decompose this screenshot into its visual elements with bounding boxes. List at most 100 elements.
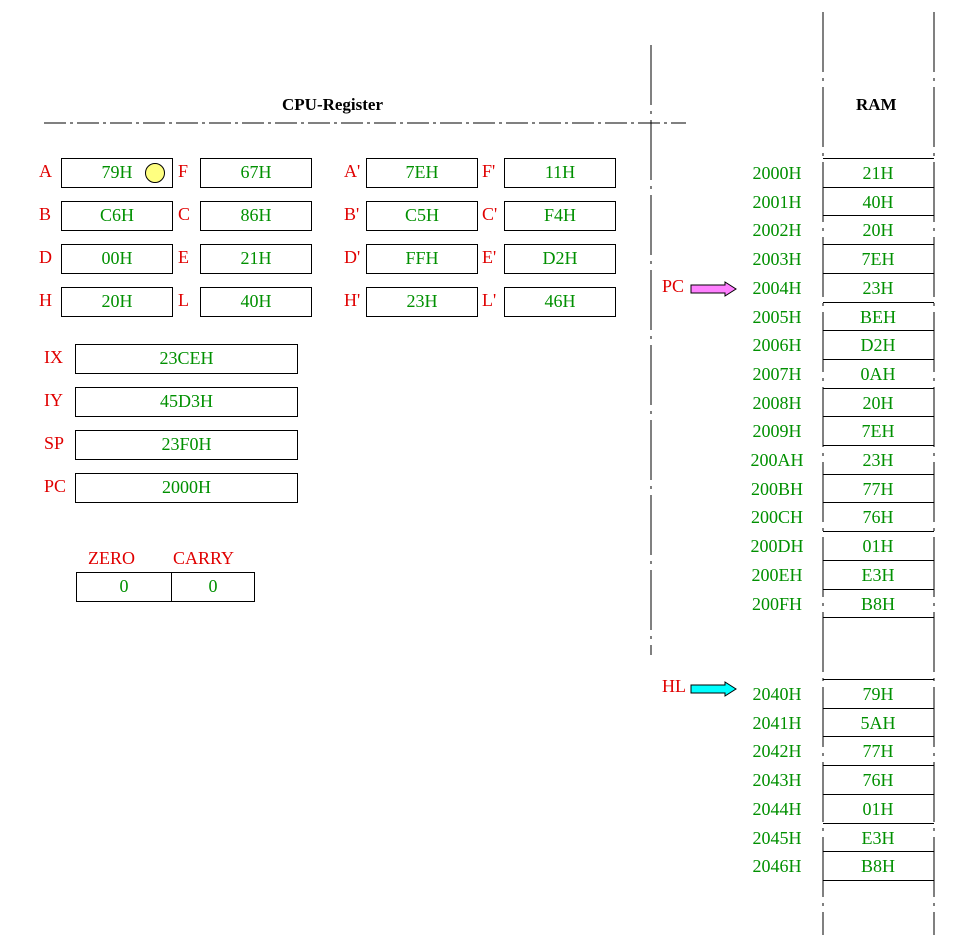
ram-address-10: 200AH <box>750 450 804 470</box>
flag-label-zero: ZERO <box>88 548 135 568</box>
flag-value-carry: 0 <box>171 572 255 602</box>
ram-cell-border <box>823 330 934 332</box>
ram-hl-address-6: 2046H <box>752 856 802 877</box>
ram-hl-cell-border <box>823 765 934 767</box>
ram-cell-border <box>823 531 934 533</box>
ram-cell-border <box>823 301 934 303</box>
ram-address-12: 200CH <box>750 507 803 528</box>
register-label-d2: D' <box>344 247 361 267</box>
register-value-b2: C5H <box>366 201 478 231</box>
ram-cell-border <box>823 387 934 389</box>
register-value-c2: F4H <box>504 201 616 231</box>
ram-hl-cell-0: 79H <box>862 684 894 704</box>
ram-hl-address-5: 2045H <box>752 827 802 848</box>
ram-address-13: 200DH <box>750 536 804 557</box>
register-label-c2: C' <box>482 204 498 224</box>
flag-value-zero: 0 <box>76 572 172 602</box>
ram-address-4: 2004H <box>752 277 802 298</box>
wide-register-label-ix: IX <box>44 347 63 367</box>
pc-arrow-icon <box>690 281 737 297</box>
register-value-f2: 11H <box>504 158 616 188</box>
pc-pointer-label: PC <box>662 276 685 296</box>
ram-cell-border <box>823 588 934 590</box>
marker-circle-icon <box>145 163 165 183</box>
ram-hl-cell-5: E3H <box>861 827 895 848</box>
register-value-l2: 46H <box>504 287 616 317</box>
ram-title: RAM <box>856 95 897 114</box>
ram-cell-2: 20H <box>862 220 894 241</box>
ram-hl-cell-2: 77H <box>862 741 894 762</box>
register-label-a2: A' <box>344 161 361 181</box>
register-label-b2: B' <box>344 204 360 224</box>
register-value-h: 20H <box>61 287 173 317</box>
ram-hl-cell-4: 01H <box>862 798 894 819</box>
ram-address-8: 2008H <box>752 392 802 413</box>
register-value-l: 40H <box>200 287 312 317</box>
register-label-f: F <box>178 161 189 181</box>
wide-register-label-sp: SP <box>44 433 65 453</box>
register-label-c: C <box>178 204 191 224</box>
ram-cell-border <box>823 473 934 475</box>
hl-arrow-icon <box>690 681 737 697</box>
ram-hl-cell-border <box>823 879 934 881</box>
register-value-e2: D2H <box>504 244 616 274</box>
ram-cell-0: 21H <box>862 163 894 183</box>
ram-hl-cell-border <box>823 851 934 853</box>
ram-cell-border <box>823 186 934 188</box>
register-label-h2: H' <box>344 290 361 310</box>
ram-cell-border <box>823 244 934 246</box>
ram-hl-cell-border <box>823 736 934 738</box>
ram-hl-cell-6: B8H <box>860 856 895 877</box>
register-value-h2: 23H <box>366 287 478 317</box>
ram-cell-border <box>823 445 934 446</box>
ram-hl-address-0: 2040H <box>752 684 802 704</box>
ram-hl-address-3: 2043H <box>752 770 802 791</box>
ram-address-3: 2003H <box>752 249 802 270</box>
ram-cell-border <box>823 158 934 159</box>
ram-hl-cell-border <box>823 822 934 824</box>
ram-cell-12: 76H <box>862 507 894 528</box>
ram-address-7: 2007H <box>752 363 802 384</box>
ram-cell-15: B8H <box>860 593 895 614</box>
wide-register-value-pc: 2000H <box>75 473 298 503</box>
register-value-d2: FFH <box>366 244 478 274</box>
ram-address-2: 2002H <box>752 220 802 241</box>
register-value-e: 21H <box>200 244 312 274</box>
ram-hl-address-2: 2042H <box>752 741 802 762</box>
register-label-b: B <box>39 204 52 224</box>
ram-cell-3: 7EH <box>861 249 895 270</box>
register-label-f2: F' <box>482 161 496 181</box>
ram-cell-8: 20H <box>862 392 894 413</box>
ram-cell-14: E3H <box>861 564 895 585</box>
wide-register-value-ix: 23CEH <box>75 344 298 374</box>
register-value-d: 00H <box>61 244 173 274</box>
ram-cell-border <box>823 416 934 418</box>
ram-cell-7: 0AH <box>860 363 896 384</box>
register-value-f: 67H <box>200 158 312 188</box>
ram-address-0: 2000H <box>752 163 802 183</box>
ram-hl-cell-3: 76H <box>862 770 894 791</box>
register-label-e2: E' <box>482 247 497 267</box>
ram-address-14: 200EH <box>751 564 803 585</box>
register-value-c: 86H <box>200 201 312 231</box>
ram-cell-9: 7EH <box>861 421 895 442</box>
ram-cell-border <box>823 502 934 504</box>
register-label-d: D <box>39 247 52 267</box>
wide-register-value-sp: 23F0H <box>75 430 298 460</box>
flag-label-carry: CARRY <box>173 548 235 568</box>
wide-register-label-pc: PC <box>44 476 67 496</box>
ram-cell-4: 23H <box>862 277 894 298</box>
ram-cell-border <box>823 358 934 360</box>
ram-address-15: 200FH <box>751 593 802 614</box>
ram-cell-1: 40H <box>862 191 894 212</box>
ram-cell-6: D2H <box>860 335 896 356</box>
ram-hl-cell-border <box>823 679 934 680</box>
ram-cell-11: 77H <box>862 478 894 499</box>
ram-address-1: 2001H <box>752 191 802 212</box>
hl-pointer-label: HL <box>662 676 686 696</box>
ram-hl-cell-border <box>823 793 934 795</box>
ram-cell-13: 01H <box>862 536 894 557</box>
wide-register-label-iy: IY <box>44 390 63 410</box>
ram-cell-10: 23H <box>862 450 894 470</box>
